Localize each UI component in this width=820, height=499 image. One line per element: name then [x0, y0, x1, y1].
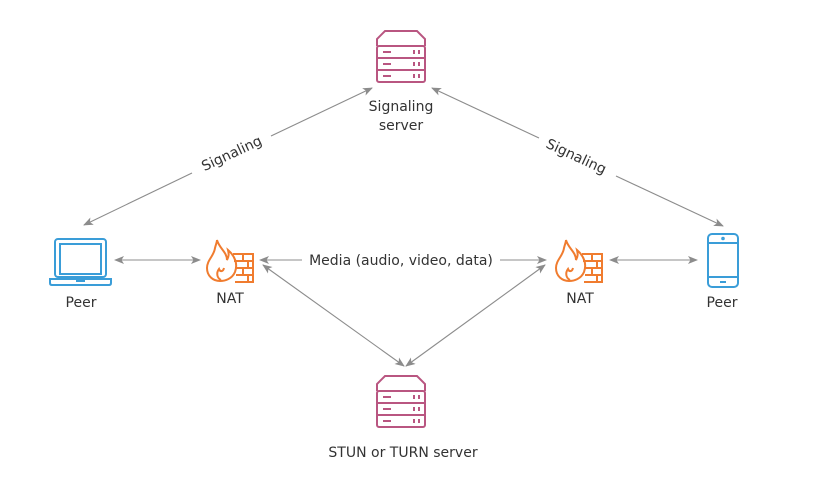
node-signaling-server[interactable]: Signaling server	[369, 30, 434, 134]
edge-signaling-right-segment-a	[431, 87, 540, 139]
edge-signaling-left-segment-b	[270, 87, 373, 137]
node-nat-left[interactable]: NAT	[205, 239, 254, 307]
signaling-server-label-line1: Signaling	[369, 99, 434, 115]
edge-signaling-left: Signaling	[83, 87, 373, 226]
laptop-icon	[49, 238, 112, 286]
smartphone-icon	[707, 233, 739, 288]
edge-signaling-right-label: Signaling	[543, 136, 608, 178]
edge-signaling-left-segment-a	[83, 172, 193, 226]
firewall-icon	[554, 239, 603, 283]
edge-signaling-right: Signaling	[431, 87, 724, 227]
signaling-server-label-line2: server	[379, 118, 424, 134]
nat-right-label: NAT	[566, 291, 594, 307]
server-icon	[376, 375, 426, 428]
stun-turn-server-label: STUN or TURN server	[328, 445, 477, 461]
server-icon	[376, 30, 426, 83]
node-peer-left[interactable]: Peer	[49, 238, 112, 311]
node-peer-right[interactable]: Peer	[707, 233, 739, 311]
edge-media-label: Media (audio, video, data)	[309, 253, 493, 269]
nat-left-label: NAT	[216, 291, 244, 307]
peer-right-label: Peer	[707, 295, 738, 311]
edge-signaling-right-segment-b	[615, 175, 724, 227]
edge-nat-right-stun	[405, 264, 546, 367]
edge-nat-left-stun	[262, 264, 405, 367]
peer-left-label: Peer	[66, 295, 97, 311]
firewall-icon	[205, 239, 254, 283]
node-stun-turn-server[interactable]: STUN or TURN server	[328, 375, 478, 461]
edge-media: Media (audio, video, data)	[259, 253, 547, 269]
edge-signaling-left-label: Signaling	[199, 133, 264, 175]
node-nat-right[interactable]: NAT	[554, 239, 603, 307]
